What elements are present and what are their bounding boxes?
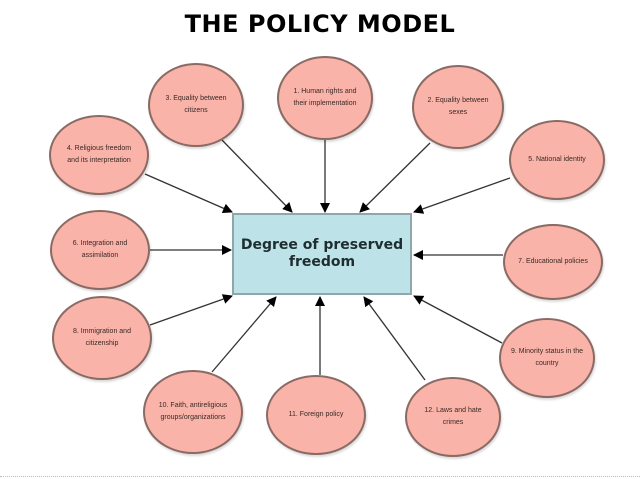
node-minority-status: 9. Minority status in the country <box>499 318 595 398</box>
node-label: 4. Religious freedom and its interpretat… <box>66 145 132 164</box>
node-label: 11. Foreign policy <box>288 411 344 418</box>
arrow-node-5 <box>413 177 511 214</box>
node-national-identity: 5. National identity <box>509 120 605 200</box>
node-religious-freedom: 4. Religious freedom and its interpretat… <box>49 115 149 195</box>
arrow-node-2 <box>359 142 431 213</box>
arrow-node-10 <box>211 296 277 373</box>
node-integration: 6. Integration and assimilation <box>50 210 150 290</box>
node-label: 2. Equality between sexes <box>427 97 489 116</box>
diagram-title: THE POLICY MODEL <box>184 10 456 38</box>
arrow-node-4 <box>144 173 233 213</box>
node-label: 3. Equality between citizens <box>165 95 227 114</box>
central-box-label: Degree of preserved freedom <box>240 237 404 270</box>
node-educational-policies: 7. Educational policies <box>503 224 603 300</box>
node-equality-citizens: 3. Equality between citizens <box>148 63 244 147</box>
bottom-divider <box>0 476 640 477</box>
arrow-node-12 <box>363 296 426 381</box>
node-foreign-policy: 11. Foreign policy <box>266 375 366 455</box>
node-label: 8. Immigration and citizenship <box>73 328 131 347</box>
node-laws-hate-crimes: 12. Laws and hate crimes <box>405 377 501 457</box>
arrow-node-9 <box>413 295 503 344</box>
node-equality-sexes: 2. Equality between sexes <box>412 65 504 149</box>
node-label: 7. Educational policies <box>518 258 588 265</box>
node-label: 1. Human rights and their implementation <box>293 88 357 107</box>
arrow-node-3 <box>221 139 293 213</box>
node-label: 5. National identity <box>528 156 586 163</box>
node-faith-groups: 10. Faith, antireligious groups/organiza… <box>143 370 243 454</box>
arrow-node-8 <box>149 294 233 326</box>
node-label: 10. Faith, antireligious groups/organiza… <box>158 402 228 421</box>
node-label: 9. Minority status in the country <box>511 348 583 367</box>
central-box-preserved-freedom: Degree of preserved freedom <box>232 213 412 295</box>
node-label: 12. Laws and hate crimes <box>424 407 482 426</box>
node-human-rights: 1. Human rights and their implementation <box>277 56 373 140</box>
node-label: 6. Integration and assimilation <box>72 240 128 259</box>
node-immigration: 8. Immigration and citizenship <box>52 296 152 380</box>
